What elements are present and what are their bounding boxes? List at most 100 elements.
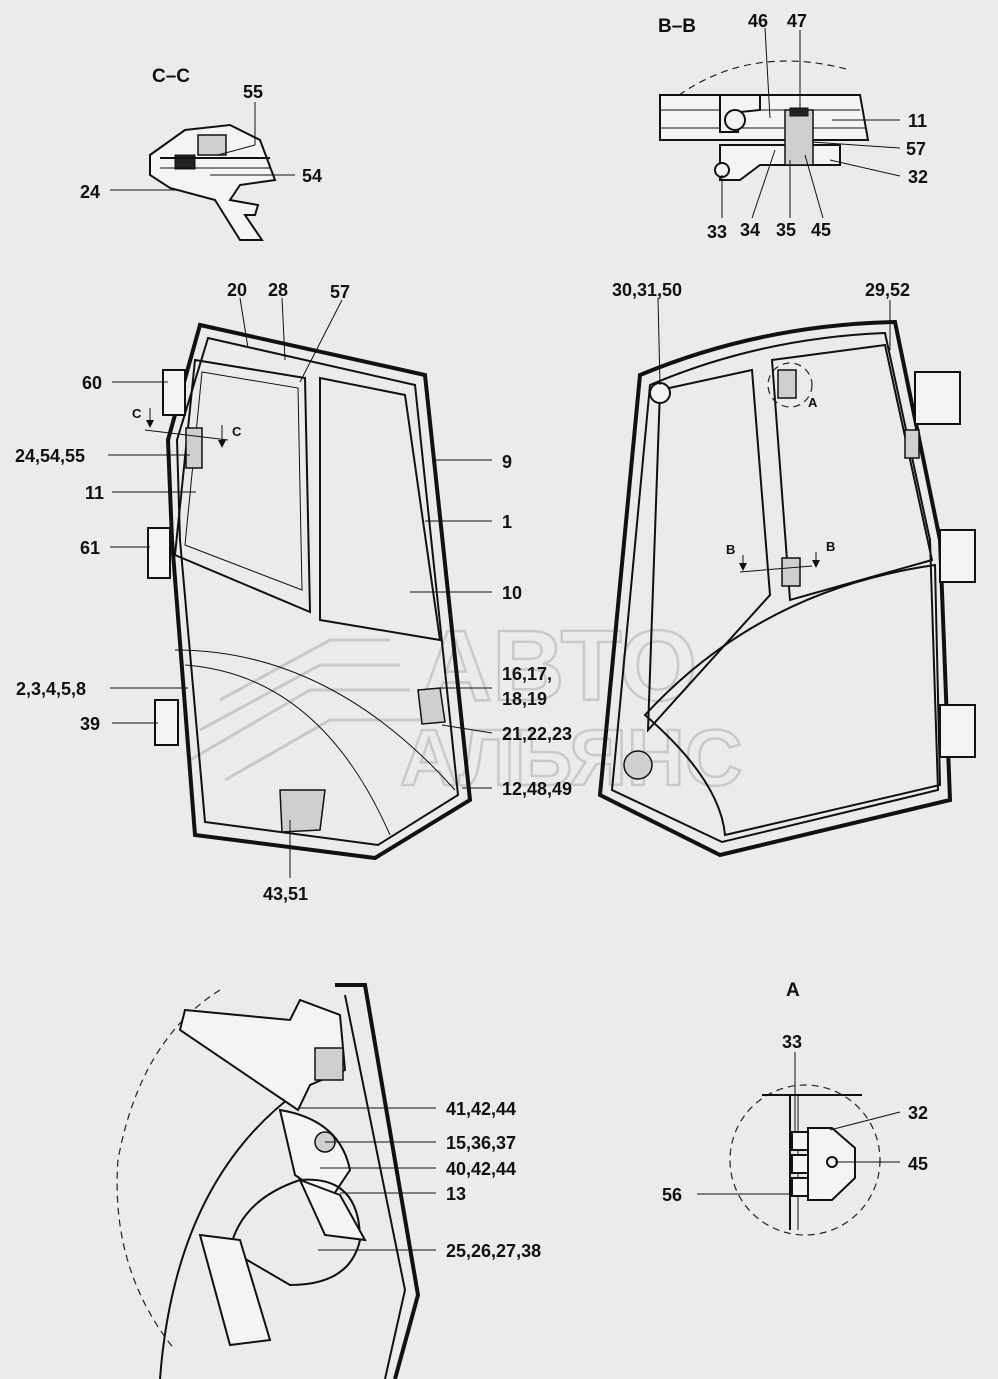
cc-cap	[197, 134, 227, 156]
lower-detail-lower-plate	[198, 1233, 272, 1347]
callout-door-39: 39	[80, 714, 100, 734]
section-bb-title: B–B	[658, 16, 696, 37]
left-door-hinge-middle	[147, 527, 171, 579]
bb-bolt-head	[789, 107, 809, 117]
left-door-latch	[185, 427, 203, 469]
lower-detail-link	[298, 1178, 367, 1242]
callout-bb-34: 34	[740, 220, 760, 240]
callout-door-2-3-4-5-8: 2,3,4,5,8	[16, 679, 86, 699]
lower-detail-frame-inner	[344, 994, 407, 1379]
left-door-lower-bracket	[279, 789, 326, 833]
lower-detail-bolt-block	[314, 1047, 344, 1081]
right-door-inner-frame	[610, 331, 940, 844]
section-cc-title: C–C	[152, 66, 190, 87]
callout-lower-25-26-27-38: 25,26,27,38	[446, 1241, 541, 1261]
callout-bb-33: 33	[707, 222, 727, 242]
detail-a-dashed-circle	[729, 1084, 881, 1236]
marker-a-ref: A	[808, 395, 818, 410]
callout-right-30-31-50: 30,31,50	[612, 280, 682, 300]
callout-right-29-52: 29,52	[865, 280, 910, 300]
callout-door-24-54-55: 24,54,55	[15, 446, 85, 466]
section-bb-view: B–B 46 47 11 57 32 33 34 35 45	[658, 11, 928, 242]
callout-door-57: 57	[330, 282, 350, 302]
detail-a-view: A 33 32 45 56	[662, 980, 928, 1236]
callout-bb-35: 35	[776, 220, 796, 240]
detail-a-knuckle-3	[791, 1177, 809, 1197]
callout-door-18-19: 18,19	[502, 689, 547, 709]
callout-door-60: 60	[82, 373, 102, 393]
callout-cc-24: 24	[80, 182, 100, 202]
callout-cc-54: 54	[302, 166, 322, 186]
section-b-arrows	[739, 552, 820, 573]
callout-bb-32: 32	[908, 167, 928, 187]
callout-door-9: 9	[502, 452, 512, 472]
watermark-logo	[189, 638, 420, 782]
section-c-arrows	[144, 408, 229, 448]
left-door-side-glass	[319, 376, 442, 642]
callout-a-56: 56	[662, 1185, 682, 1205]
detail-a-knuckle-2	[791, 1154, 809, 1174]
right-door-latch	[904, 429, 920, 459]
callout-bb-46: 46	[748, 11, 768, 31]
right-door-lower-panel	[643, 563, 942, 837]
left-door-inner-frame	[175, 336, 460, 847]
bb-hinge-pin	[724, 109, 746, 131]
lower-hinge-detail: 41,42,44 15,36,37 40,42,44 13 25,26,27,3…	[116, 983, 541, 1379]
left-door-lower-curve-inner	[184, 664, 391, 836]
callout-door-28: 28	[268, 280, 288, 300]
detail-a-title: A	[786, 980, 800, 1001]
callout-bb-11: 11	[908, 111, 927, 131]
right-door-hinge-bottom	[939, 704, 976, 758]
callout-cc-55: 55	[243, 82, 263, 102]
right-door-handle	[623, 750, 653, 780]
callout-door-1: 1	[502, 512, 512, 532]
right-door-a-bracket	[777, 369, 797, 399]
callout-door-21-22-23: 21,22,23	[502, 724, 572, 744]
cc-latch-body	[149, 123, 277, 241]
bb-frame-section	[659, 94, 870, 141]
left-door-upper-glass-inner	[184, 371, 303, 591]
callout-a-33: 33	[782, 1032, 802, 1052]
left-door-hinge-block	[417, 687, 446, 725]
lower-detail-upper-bracket	[178, 998, 347, 1112]
left-door-view: C C 20 28 57 60 24,54,55 11 61 2,3,4,5,8…	[15, 280, 572, 904]
right-door-hinge-middle	[939, 529, 976, 583]
left-door-upper-glass	[173, 358, 312, 614]
lower-detail-hinge-arm	[278, 1108, 352, 1202]
left-door-hinge-bottom	[154, 699, 179, 746]
marker-b-left: B	[726, 542, 735, 557]
lower-detail-dashed-boundary	[116, 989, 221, 1351]
marker-b-right: B	[826, 539, 835, 554]
cc-leader-55	[217, 102, 256, 156]
left-door-outline	[165, 322, 473, 861]
callout-door-43-51: 43,51	[263, 884, 308, 904]
callout-door-16-17: 16,17,	[502, 664, 552, 684]
bb-hinge-eye	[714, 162, 730, 178]
left-door-lower-curve	[174, 649, 456, 791]
bb-hinge-plate	[719, 144, 841, 181]
callout-lower-41-42-44: 41,42,44	[446, 1099, 516, 1119]
right-door-upper-glass	[770, 343, 934, 602]
callout-bb-47: 47	[787, 11, 807, 31]
callout-bb-45: 45	[811, 220, 831, 240]
callout-door-12-48-49: 12,48,49	[502, 779, 572, 799]
right-door-hinge-top	[914, 371, 961, 425]
callout-a-32: 32	[908, 1103, 928, 1123]
callout-a-45: 45	[908, 1154, 928, 1174]
callout-bb-57: 57	[906, 139, 926, 159]
left-door-hinge-top	[162, 369, 186, 416]
right-door-top-pivot	[649, 382, 671, 404]
section-cc-view: C–C 55 54 24	[80, 66, 322, 241]
marker-c-left: C	[132, 406, 142, 421]
detail-a-knuckle-1	[791, 1131, 809, 1151]
callout-door-10: 10	[502, 583, 522, 603]
right-door-b-bracket	[781, 557, 801, 587]
lower-detail-door-curve	[159, 1089, 301, 1379]
callout-door-11: 11	[85, 483, 104, 503]
bb-bolt	[784, 109, 814, 166]
callout-lower-15-36-37: 15,36,37	[446, 1133, 516, 1153]
lower-detail-frame-edge	[335, 983, 421, 1379]
right-door-side-glass	[646, 368, 772, 733]
